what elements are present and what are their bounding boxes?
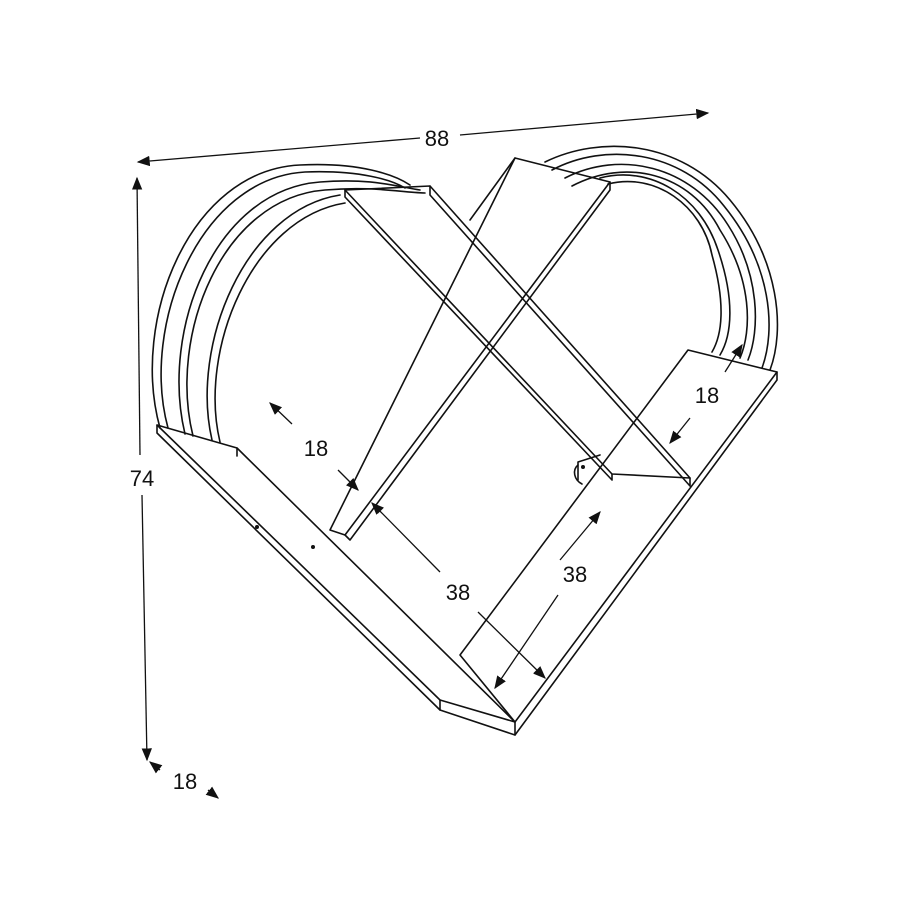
center-board	[329, 157, 611, 541]
right-board	[459, 349, 778, 736]
dim-height: 74	[130, 176, 154, 762]
upper-left-board	[344, 185, 691, 487]
inner-left-gap-label: 18	[304, 436, 328, 461]
dim-depth: 18	[148, 761, 220, 799]
inner-left-length-label: 38	[446, 580, 470, 605]
depth-label: 18	[173, 769, 197, 794]
dim-inner-right-gap: 18	[669, 343, 743, 445]
dim-inner-left-length: 38	[371, 502, 546, 679]
height-label: 74	[130, 466, 154, 491]
right-arc-rails	[544, 145, 779, 371]
width-label: 88	[425, 126, 449, 151]
dim-inner-right-length: 38	[494, 511, 601, 690]
dim-width: 88	[136, 108, 710, 167]
inner-right-gap-label: 18	[695, 383, 719, 408]
inner-right-length-label: 38	[563, 562, 587, 587]
dim-inner-left-gap: 18	[269, 402, 359, 491]
left-arc-rails	[151, 163, 426, 443]
